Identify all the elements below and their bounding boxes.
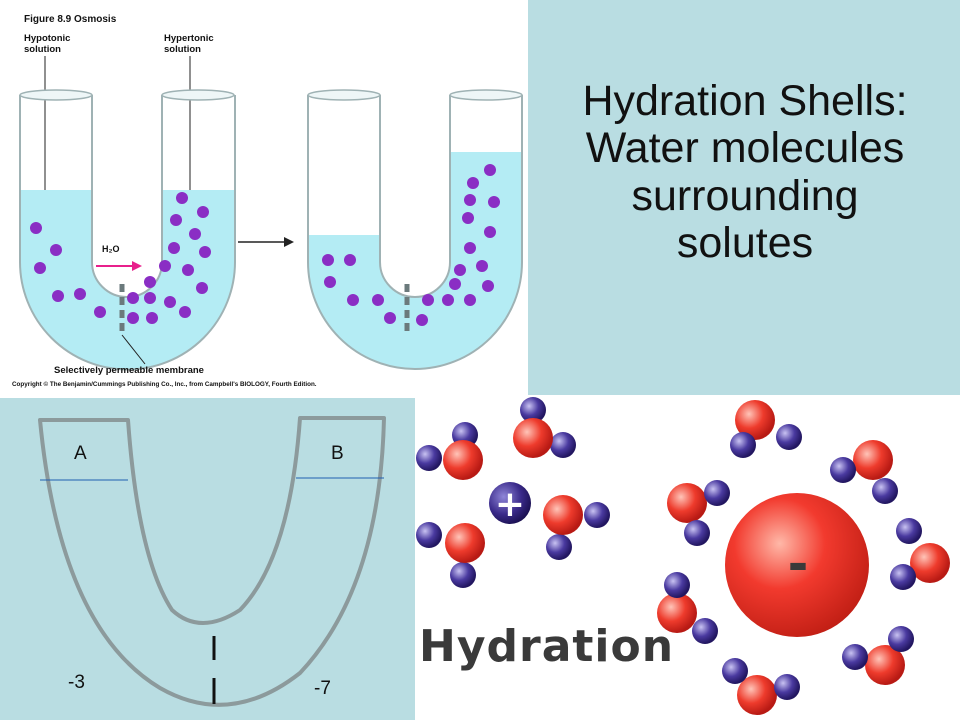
flow-label: H₂O (102, 244, 120, 254)
utube-sketch: A B -3 -7 (0, 398, 415, 720)
cation-sign: + (495, 484, 525, 525)
membrane-label: Selectively permeable membrane (54, 365, 204, 376)
hydration-svg: + - Hydration (416, 397, 950, 715)
hypertonic-label-line2: solution (164, 44, 201, 55)
water-fill-before (20, 190, 235, 370)
title-line-4: solutes (676, 218, 814, 267)
osmosis-svg: Figure 8.9 Osmosis Hypotonic solution Hy… (12, 14, 523, 388)
membrane-pointer-line (121, 334, 146, 365)
hypertonic-label-line1: Hypertonic (164, 33, 214, 44)
arm-label-a: A (74, 443, 87, 464)
solutes-before (30, 192, 211, 324)
hydration-word: Hydration (419, 621, 674, 672)
tube-rim-left-before (19, 89, 93, 101)
left-value: -3 (68, 672, 85, 693)
anion-hydration-shell (657, 400, 950, 715)
slide-title: Hydration Shells: Water molecules surrou… (530, 77, 960, 267)
flow-arrow-head (132, 261, 142, 271)
tube-rim-right-before (161, 89, 235, 101)
tube-inner-before (91, 95, 163, 298)
hypotonic-label-line2: solution (24, 44, 61, 55)
tube-outer-after (307, 95, 523, 370)
figure-label: Figure 8.9 Osmosis (24, 14, 117, 25)
arm-label-b: B (331, 443, 344, 464)
utube-before: H₂O (19, 89, 236, 371)
hypotonic-label-line1: Hypotonic (24, 33, 70, 44)
osmosis-figure: Figure 8.9 Osmosis Hypotonic solution Hy… (0, 0, 528, 398)
anion-sign: - (788, 535, 809, 593)
anion-ion (725, 493, 869, 637)
title-line-3: surrounding (631, 171, 859, 220)
copyright-text: Copyright © The Benjamin/Cummings Publis… (12, 380, 317, 388)
utube-after (307, 89, 523, 370)
hydration-figure: + - Hydration (415, 395, 960, 720)
tube-rim-right-after (449, 89, 523, 101)
title-line-1: Hydration Shells: (582, 77, 908, 125)
tube-outer-before (19, 95, 236, 371)
title-line-2: Water molecules (585, 124, 905, 173)
utube-sketch-svg: A B -3 -7 (38, 416, 386, 707)
cation-ion (489, 482, 531, 524)
water-fill-after (308, 152, 522, 369)
transition-arrow-head (284, 237, 294, 247)
tube-rim-left-after (307, 89, 381, 101)
utube-outline (38, 416, 386, 707)
right-value: -7 (314, 678, 331, 699)
cation-hydration-shell (416, 397, 610, 588)
tube-inner-after (379, 95, 451, 298)
solutes-after (322, 164, 500, 326)
